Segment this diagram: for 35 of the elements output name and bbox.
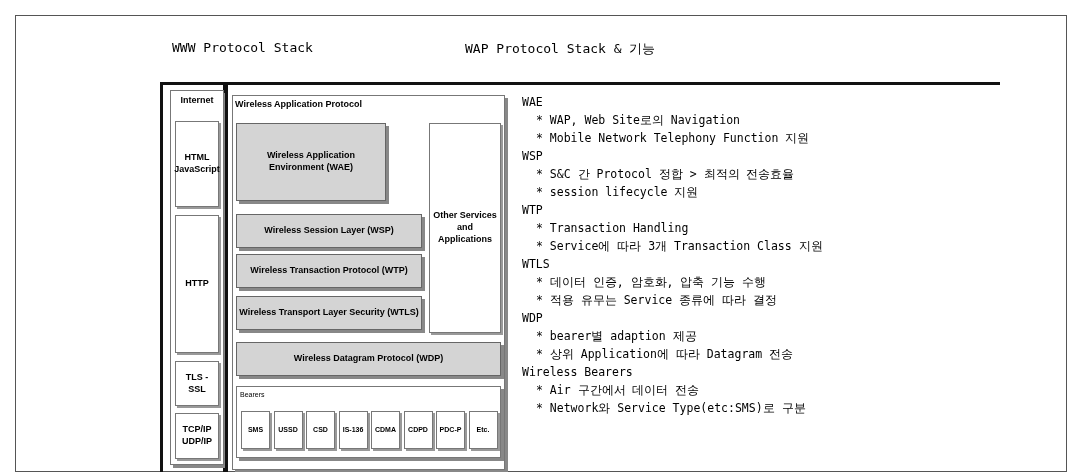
section-heading: Wireless Bearers bbox=[522, 364, 633, 381]
protocol-layer: Wireless Session Layer (WSP) bbox=[236, 214, 422, 248]
stack-panel bbox=[170, 90, 224, 465]
protocol-box: HTTP bbox=[175, 215, 219, 353]
protocol-layer: Wireless Application Environment (WAE) bbox=[236, 123, 386, 201]
stack-heading: WWW Protocol Stack bbox=[172, 40, 313, 55]
protocol-box: TLS - SSL bbox=[175, 361, 219, 406]
section-heading: WTLS bbox=[522, 256, 550, 273]
protocol-layer: Wireless Transaction Protocol (WTP) bbox=[236, 254, 422, 288]
protocol-layer: Wireless Datagram Protocol (WDP) bbox=[236, 342, 501, 376]
section-heading: WTP bbox=[522, 202, 543, 219]
protocol-box: HTML JavaScript bbox=[175, 121, 219, 207]
section-heading: WSP bbox=[522, 148, 543, 165]
stack-panel bbox=[232, 95, 505, 470]
bullet-text: * Air 구간에서 데이터 전송 bbox=[535, 382, 700, 399]
bullet-text: * Mobile Network Telephony Function 지원 bbox=[535, 130, 810, 147]
protocol-box: Other Services and Applications bbox=[429, 123, 501, 333]
protocol-box: TCP/IP UDP/IP bbox=[175, 413, 219, 459]
bullet-text: * 상위 Application에 따라 Datagram 전송 bbox=[535, 346, 794, 363]
bullet-text: * 데이터 인증, 암호화, 압축 기능 수행 bbox=[535, 274, 767, 291]
panel-title: Wireless Application Protocol bbox=[235, 99, 363, 109]
bearer-panel bbox=[236, 386, 501, 458]
bullet-text: * 적용 유무는 Service 종류에 따라 결정 bbox=[535, 292, 777, 309]
bullet-text: * Transaction Handling bbox=[535, 220, 689, 237]
section-heading: WDP bbox=[522, 310, 543, 327]
bullet-text: * session lifecycle 지원 bbox=[535, 184, 699, 201]
bullet-text: * WAP, Web Site로의 Navigation bbox=[535, 112, 740, 129]
bullet-text: * bearer별 adaption 제공 bbox=[535, 328, 697, 345]
panel-title: Internet bbox=[179, 95, 215, 105]
section-heading: WAE bbox=[522, 94, 543, 111]
stack-heading: WAP Protocol Stack & 기능 bbox=[465, 40, 656, 58]
bullet-text: * Service에 따라 3개 Transaction Class 지원 bbox=[535, 238, 823, 255]
bullet-text: * S&C 간 Protocol 정합 > 최적의 전송효율 bbox=[535, 166, 795, 183]
protocol-layer: Wireless Transport Layer Security (WTLS) bbox=[236, 296, 422, 330]
bullet-text: * Network와 Service Type(etc:SMS)로 구분 bbox=[535, 400, 806, 417]
